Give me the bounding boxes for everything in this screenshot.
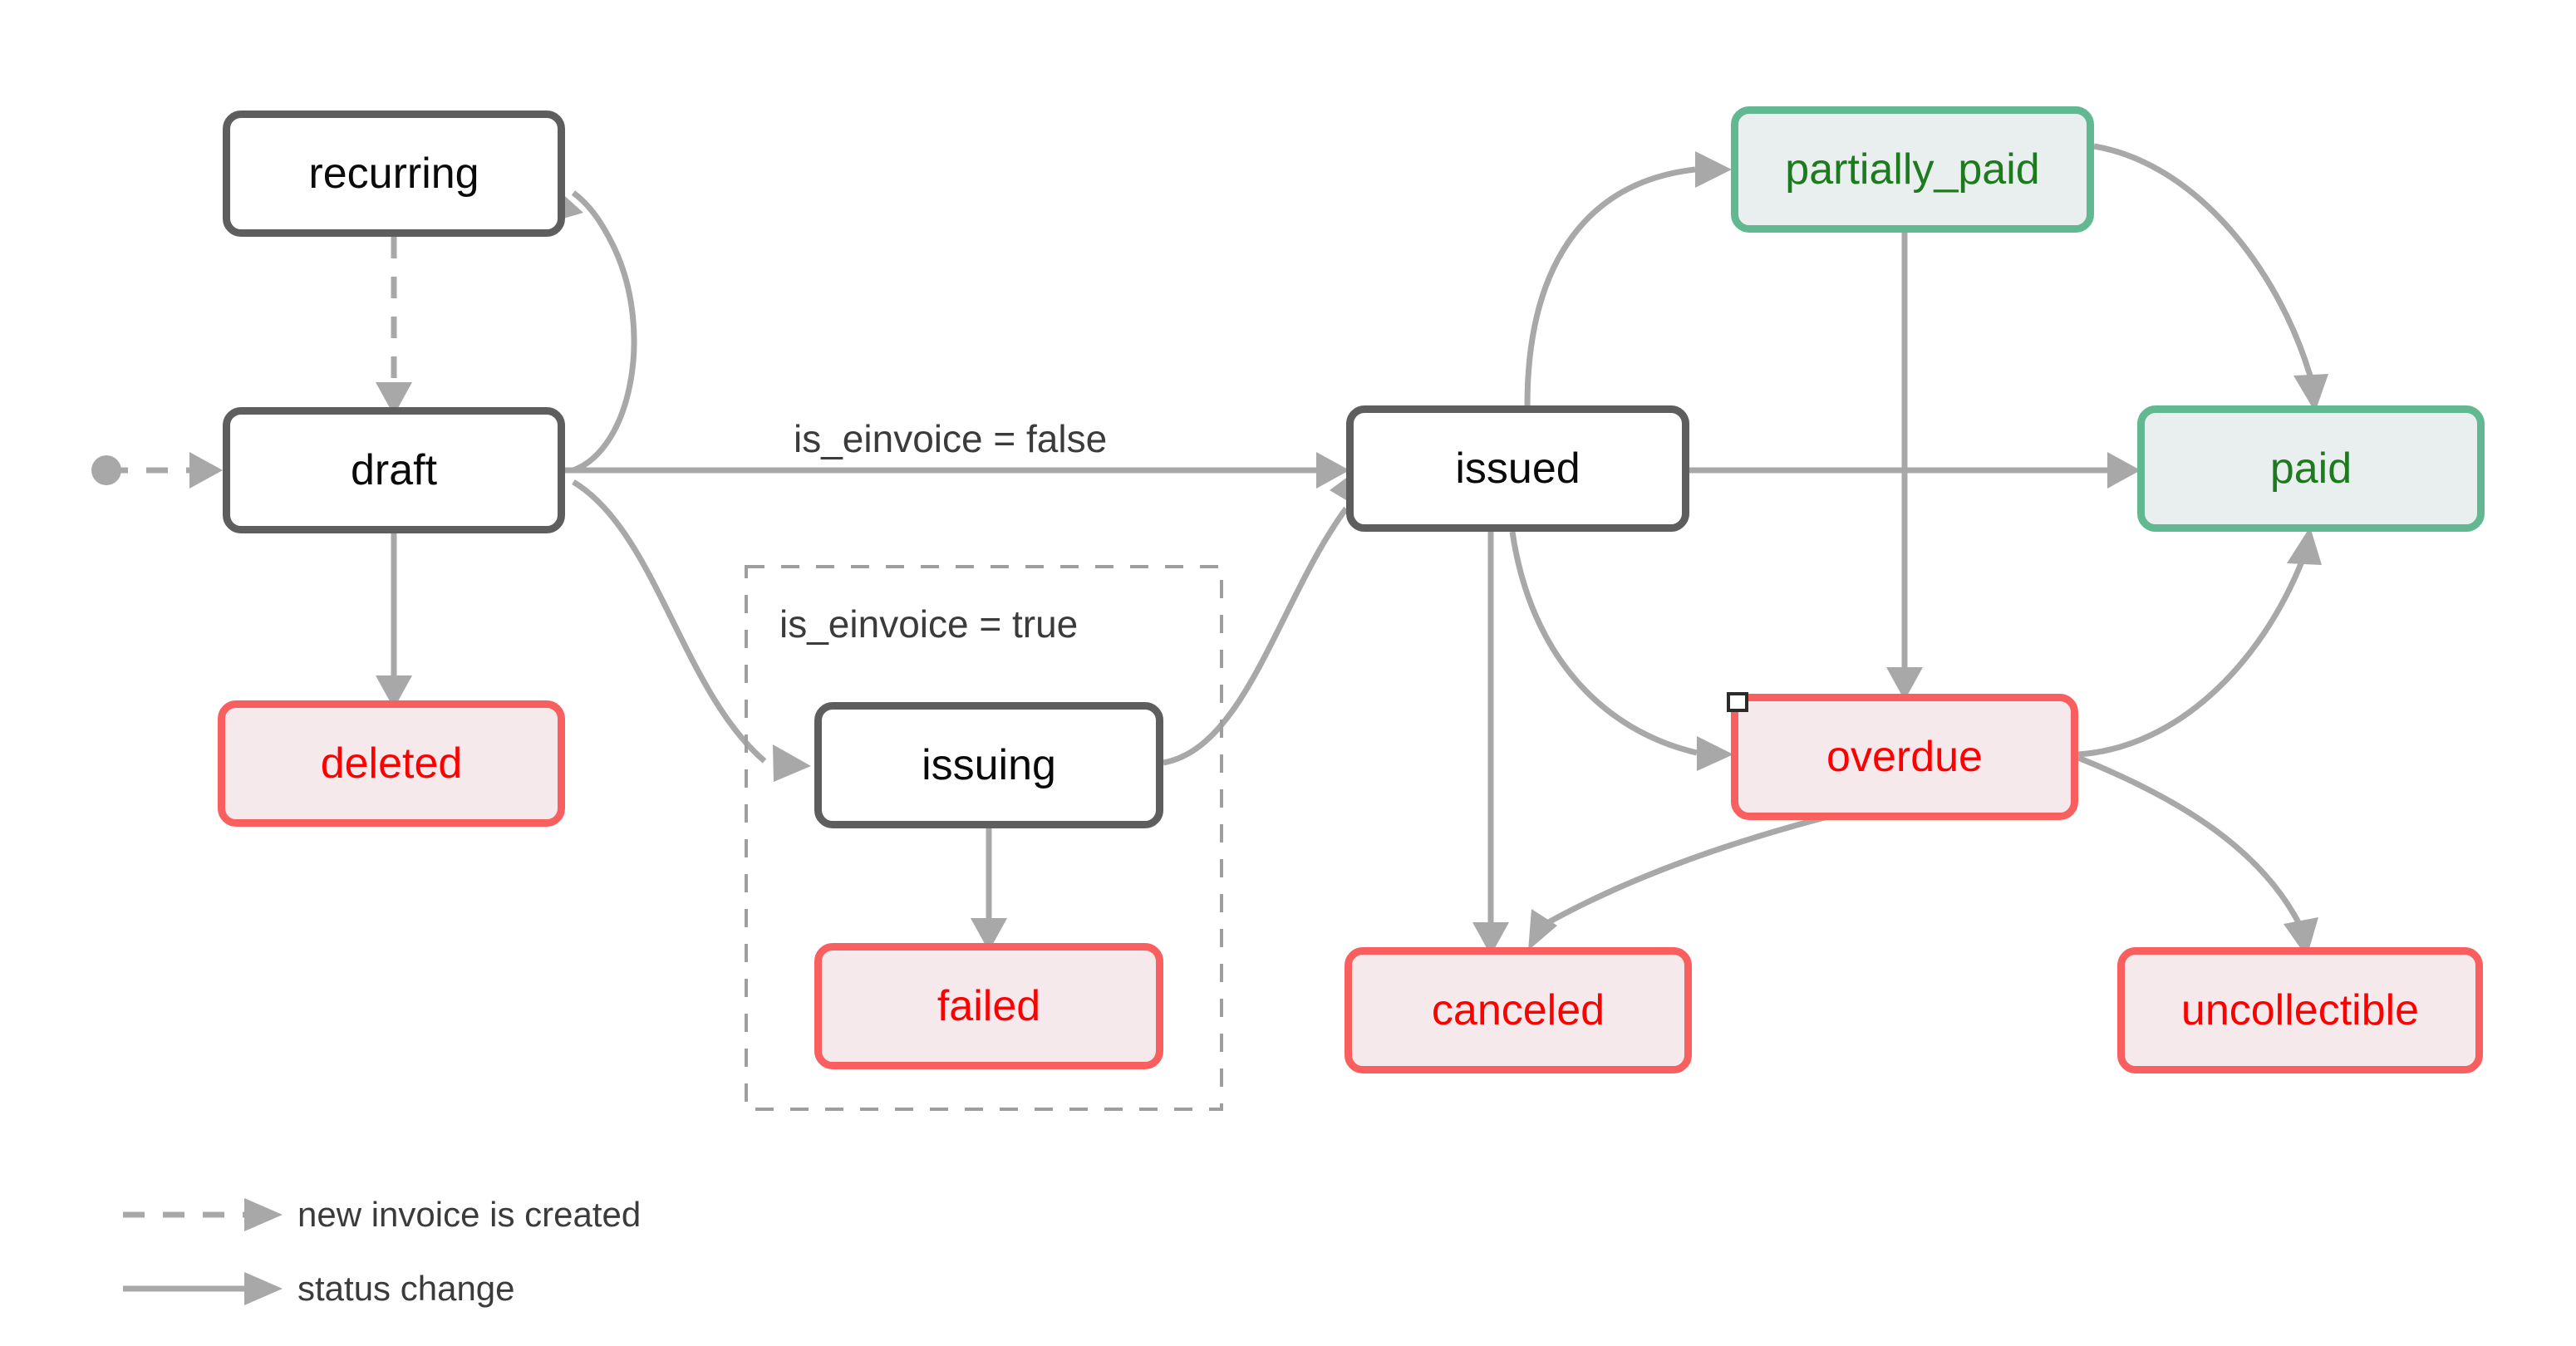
group-box-einvoice-true [745, 565, 1223, 1111]
edge-partially-paid-to-paid [2093, 143, 2313, 377]
node-canceled[interactable]: canceled [1345, 947, 1692, 1073]
arrowhead-issued-to-partially-paid [1695, 151, 1732, 188]
node-label-failed: failed [937, 982, 1041, 1030]
edge-overdue-to-paid [2077, 560, 2305, 758]
edge-label-einvoice-false: is_einvoice = false [794, 417, 1108, 460]
node-label-canceled: canceled [1431, 986, 1605, 1034]
node-label-deleted: deleted [320, 739, 463, 788]
node-issuing[interactable]: issuing [814, 702, 1163, 828]
node-label-uncollectible: uncollectible [2180, 986, 2420, 1034]
arrowhead-start-to-draft [189, 452, 223, 489]
edge-issuing-to-issued [1163, 506, 1349, 766]
arrowhead-issued-to-paid [2107, 452, 2141, 489]
node-draft[interactable]: draft [223, 407, 565, 533]
node-recurring[interactable]: recurring [223, 111, 565, 237]
legend-status-change-arrowhead [244, 1272, 283, 1305]
edge-draft-to-recurring [571, 190, 637, 474]
arrowhead-issuing-to-failed [971, 918, 1007, 951]
node-partially-paid[interactable]: partially_paid [1731, 106, 2094, 233]
node-label-draft: draft [350, 446, 438, 494]
node-label-paid: paid [2269, 445, 2352, 493]
node-uncollectible[interactable]: uncollectible [2117, 947, 2483, 1073]
node-label-issuing: issuing [922, 741, 1056, 789]
edge-issued-to-partially-paid [1524, 166, 1696, 406]
arrowhead-draft-to-issuing [773, 744, 811, 782]
legend-new-invoice-arrowhead [244, 1198, 283, 1231]
legend-label-status-change: status change [297, 1269, 515, 1308]
node-issued[interactable]: issued [1346, 405, 1689, 532]
arrowhead-issued-to-overdue [1697, 736, 1733, 771]
overdue-corner-artifact [1727, 692, 1748, 712]
arrowhead-overdue-to-paid [2287, 527, 2322, 565]
node-paid[interactable]: paid [2137, 405, 2485, 532]
arrowhead-partially-paid-to-overdue [1886, 667, 1923, 700]
arrowhead-draft-to-issued [1316, 452, 1349, 489]
node-label-partially-paid: partially_paid [1785, 145, 2040, 194]
node-failed[interactable]: failed [814, 943, 1163, 1069]
edge-issued-to-overdue [1509, 531, 1698, 756]
node-overdue[interactable]: overdue [1731, 694, 2078, 820]
edge-draft-to-issuing [572, 479, 767, 764]
node-deleted[interactable]: deleted [218, 700, 565, 827]
group-label-einvoice-true: is_einvoice = true [779, 602, 1079, 646]
legend-label-new-invoice: new invoice is created [297, 1195, 642, 1234]
arrowhead-draft-to-deleted [376, 675, 412, 709]
edge-overdue-to-uncollectible [2077, 754, 2303, 927]
arrowhead-partially-paid-to-paid [2293, 374, 2328, 412]
node-label-issued: issued [1455, 445, 1581, 493]
node-label-recurring: recurring [308, 150, 479, 198]
arrowhead-overdue-to-canceled [1528, 909, 1557, 951]
node-label-overdue: overdue [1826, 733, 1983, 781]
arrowhead-issued-to-canceled [1472, 922, 1509, 955]
arrowhead-recurring-to-draft [376, 382, 412, 415]
